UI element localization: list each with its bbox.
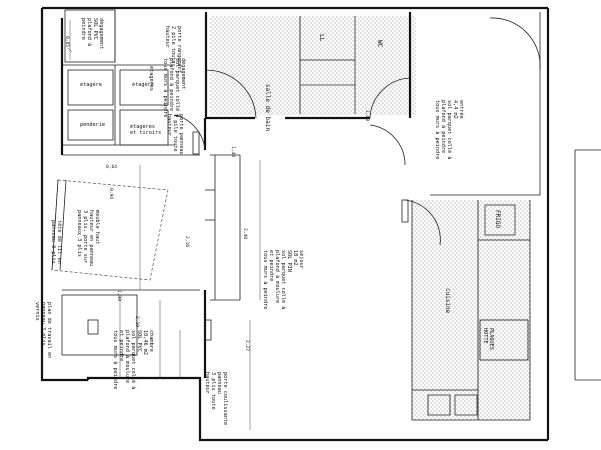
label-penderie: penderie [80, 122, 105, 128]
label-meuble-haut: meuble hauthauteur en panneau3 plis, por… [76, 210, 100, 266]
label-etagere-2: étagère [132, 81, 154, 88]
label-etageres: étagères [148, 66, 155, 91]
label-sejour: séjour18 m2SOL PINsol parquet collé àpla… [262, 250, 305, 309]
dim-2: 0,64 [106, 164, 117, 170]
outer-walls [40, 6, 601, 442]
label-salle-de-bain: salle de bain [264, 84, 271, 131]
label-chambre: chambre10,46 m2SOL PVCsol parquet collé … [112, 330, 154, 389]
label-porte-coulissante: porte coulissantepanneau3 plis toutehaut… [204, 372, 228, 425]
dim-5: 2,40 [242, 228, 248, 239]
label-porte-panneau: porte panneau1 pile toutehauteur [166, 114, 184, 155]
desk [61, 294, 138, 356]
kitchen-floor-hatch [412, 200, 530, 420]
dim-8: 2,27 [244, 340, 250, 351]
label-frigo: FRIGO [494, 210, 501, 228]
dim-6: 1,30 [116, 290, 122, 301]
door-swings [174, 17, 541, 341]
label-plaques: PLAQUESHOTTE [482, 328, 494, 350]
kitchen [412, 200, 530, 420]
bed [51, 179, 169, 281]
label-degagement-parquet: dégagementsol parquet collé àplafond à p… [162, 58, 187, 117]
label-wc: WC [376, 40, 383, 48]
label-degagement: dégagementSOL PVCplafond àpeindre [80, 18, 105, 49]
dim-4: 2,16 [184, 236, 190, 247]
dimension-lines [67, 20, 261, 430]
label-plan-travail: plan de travail enpanneau 3 plisvernis [34, 302, 52, 358]
dim-9: 1,40 [230, 146, 236, 157]
label-cuisine: cuisine [444, 288, 451, 314]
label-entree: entrée4,4 m2sol parquet collé àplafond à… [434, 100, 465, 159]
label-ll: LL [318, 34, 325, 42]
dim-3: 0,94 [108, 188, 114, 199]
label-tete-de-lit: tête de lit enpanneau 3 plis [50, 220, 63, 264]
dim-10: 1,00 [364, 110, 370, 121]
room-labels: dégagementSOL PVCplafond àpeindre porte … [34, 18, 501, 425]
bathroom-floor-hatch [210, 16, 416, 115]
dim-1: 0,85 [64, 36, 70, 47]
label-etagere-1: étagère [80, 81, 102, 88]
dim-7: 2,10 [134, 316, 140, 327]
wardrobe [62, 9, 175, 146]
label-porte-rangement: porte rangement2 pile toutehauteur [164, 26, 182, 73]
dimension-labels: 0,85 0,64 0,94 2,16 2,40 1,30 2,10 2,27 … [64, 36, 370, 351]
